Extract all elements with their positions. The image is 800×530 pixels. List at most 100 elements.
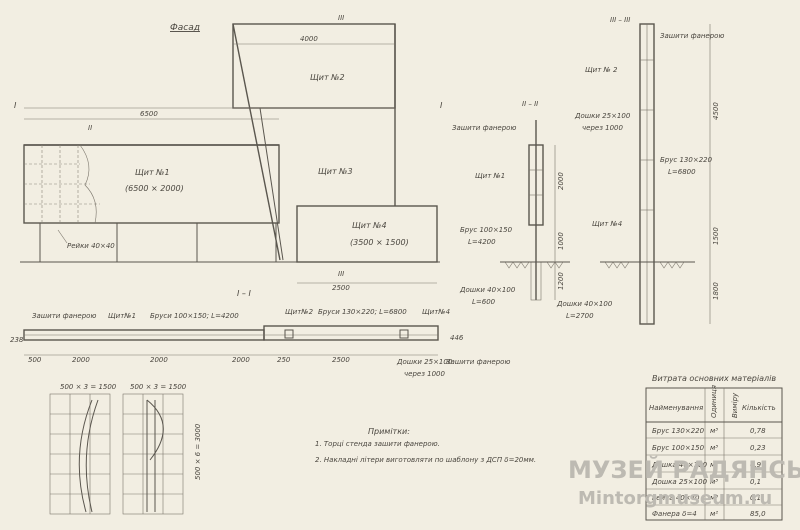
letter-right-shape [146, 399, 164, 512]
section-III-panel2: Щит № 2 [585, 66, 618, 74]
panel-1-size: (6500 × 2000) [125, 184, 184, 193]
letter-left-shape [78, 399, 99, 513]
materials-header-name: Найменування [649, 404, 703, 412]
materials-row-1-unit: м³ [710, 444, 718, 452]
materials-row-2-qty: 0,9 [750, 461, 762, 469]
materials-row-4-qty: 0,1 [750, 494, 761, 502]
plan-side-dim: 238 [10, 336, 24, 344]
section-mark-I-left: I [14, 101, 17, 110]
materials-header-measure: Виміру [731, 392, 739, 418]
plan-I-view: I – I 238 446 500 2000 2000 2000 250 250… [10, 289, 510, 378]
section-III-dim-4500: 4500 [712, 102, 720, 120]
section-II-view: II – II 2000 1000 1200 Зашити фанерою Щи… [452, 100, 570, 306]
plan-dim-2: 2000 [150, 356, 168, 364]
letter-left-label: 500 × 3 = 1500 [60, 383, 117, 391]
section-III-boards2: Дошки 40×100 [556, 300, 613, 308]
plan-boards: Дошки 25×100 [396, 358, 453, 366]
slats-label: Рейки 40×40 [67, 242, 115, 250]
section-III-title: III – III [610, 16, 630, 24]
materials-row-0-unit: м³ [710, 427, 718, 435]
letter-right-grid [122, 393, 184, 515]
section-III-panel4: Щит №4 [592, 220, 622, 228]
panel-4-label: Щит №4 [352, 221, 387, 230]
notes-block: Примітки: 1. Торці стенда зашити фанерою… [315, 427, 536, 464]
panel-4-size: (3500 × 1500) [350, 238, 409, 247]
section-III-boards2-len: L=2700 [566, 312, 594, 320]
materials-table-frame [645, 387, 783, 521]
plan-panel-2 [263, 325, 439, 341]
plan-dim-5: 2500 [332, 356, 350, 364]
slats-leader [57, 229, 68, 244]
panel-1-label: Щит №1 [135, 168, 170, 177]
watermark-line-2: Mintorgmuseum.ru [578, 488, 772, 509]
plan-dim-1: 2000 [72, 356, 90, 364]
section-III-ground-hatch [604, 261, 685, 269]
plan-panel4: Щит№4 [422, 308, 450, 316]
materials-header-qty: Кількість [742, 404, 776, 412]
section-II-panel-label: Щит №1 [475, 172, 505, 180]
materials-row-2-unit: м³ [710, 461, 718, 469]
plan-side-dim-right: 446 [450, 334, 464, 342]
section-II-title: II – II [522, 100, 538, 108]
materials-row-3-unit: м³ [710, 478, 718, 486]
notes-title: Примітки: [368, 427, 410, 436]
section-II-beam-label: Брус 100×150 [460, 226, 513, 234]
dim-4000: 4000 [300, 35, 318, 43]
letter-templates: 500 × 3 = 1500 500 × 3 = 1500 500 × 6 = … [49, 383, 202, 515]
materials-row-3-qty: 0,1 [750, 478, 761, 486]
section-III-dim-1800: 1800 [712, 282, 720, 300]
panel-1-slat-grid [24, 144, 100, 224]
plan-dim-4: 250 [277, 356, 291, 364]
section-mark-III-top: III [338, 14, 344, 22]
inclined-strut [232, 23, 281, 261]
plan-dim-0: 500 [28, 356, 42, 364]
section-mark-I-right: I [440, 101, 443, 110]
letter-left-grid [49, 393, 111, 515]
plan-panel1: Щит№1 [108, 312, 136, 320]
materials-row-5-unit: м² [710, 510, 718, 518]
section-II-dim-1000: 1000 [557, 232, 565, 250]
plan-beams2: Бруси 130×220; L=6800 [318, 308, 407, 316]
plan-beams1: Бруси 100×150; L=4200 [150, 312, 239, 320]
plan-boards-step: через 1000 [404, 370, 446, 378]
section-mark-III-bottom: III [338, 270, 344, 278]
materials-row-2-name: Дошка 40×100 [651, 461, 708, 469]
section-III-dim-1500: 1500 [712, 227, 720, 245]
plan-plywood-left: Зашити фанерою [32, 312, 96, 320]
section-III-beam-label: Брус 130×220 [660, 156, 713, 164]
materials-table: Витрата основних матеріалів Найменування… [645, 374, 783, 521]
section-mark-II: II [88, 124, 92, 132]
materials-row-1-name: Брус 100×150 [652, 444, 705, 452]
section-II-dim-2000: 2000 [557, 172, 565, 190]
materials-row-0-qty: 0,78 [750, 427, 766, 435]
facade-title: Фасад [170, 23, 200, 33]
materials-row-0-name: Брус 130×220 [652, 427, 705, 435]
letter-right-label: 500 × 3 = 1500 [130, 383, 187, 391]
materials-row-1-qty: 0,23 [750, 444, 766, 452]
notes-line-2: 2. Накладні літери виготовляти по шаблон… [315, 456, 536, 464]
materials-title: Витрата основних матеріалів [652, 374, 776, 383]
section-III-beam-len: L=6800 [668, 168, 696, 176]
plan-beam-2 [399, 329, 409, 339]
letter-height-label: 500 × 6 = 3000 [194, 423, 202, 480]
materials-row-5-qty: 85,0 [750, 510, 766, 518]
section-II-plywood: Зашити фанерою [452, 124, 516, 132]
section-II-boards: Дошки 40×100 [459, 286, 516, 294]
materials-row-4-unit: м³ [710, 494, 718, 502]
panel-3-label: Щит №3 [318, 167, 353, 176]
dim-6500: 6500 [140, 110, 158, 118]
panel-4-outline [296, 205, 438, 263]
plan-panel2: Щит№2 [285, 308, 314, 316]
notes-line-1: 1. Торці стенда зашити фанерою. [315, 440, 440, 448]
plan-beam-1 [284, 329, 294, 339]
section-III-boards: Дошки 25×100 [574, 112, 631, 120]
materials-row-4-name: Рейка 40×40 [652, 494, 700, 502]
section-II-boards-len: L=600 [472, 298, 496, 306]
materials-row-3-name: Дошка 25×100 [651, 478, 708, 486]
section-II-dim-1200: 1200 [557, 272, 565, 290]
inclined-strut-2 [259, 107, 284, 261]
watermark-line-1: МУЗЕЙ РАДЯНСЬКОЇ [568, 455, 800, 484]
section-III-view: III – III 4500 1500 1800 Зашити фанерою … [556, 16, 724, 325]
